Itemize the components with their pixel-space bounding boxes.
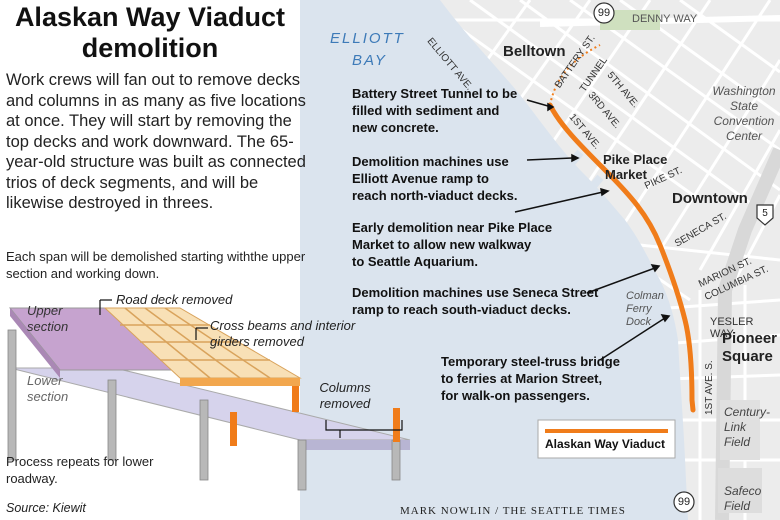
annotation-battery-tunnel: Battery Street Tunnel to be filled with … [352,85,517,136]
upper-deck-side [10,308,60,378]
page-title: Alaskan Way Viaduct demolition [0,2,300,64]
downtown-label: Downtown [672,190,748,207]
safeco-line-2: Field [724,499,751,513]
pioneer-square-label: Pioneer Square [722,330,777,366]
annotation-pike-line-2: Market to allow new walkway [352,237,532,252]
stadium-area-2 [718,468,762,513]
process-repeats-note: Process repeats for lower roadway. [6,454,154,486]
colman-dock-label: Colman Ferry Dock [626,290,664,329]
pioneer-line-1: Pioneer [722,330,778,347]
convention-line-2: State [729,99,759,113]
legend-box [537,419,676,459]
road-deck-removed-label: Road deck removed [116,292,233,307]
span-note: Each span will be demolished starting wi… [6,249,306,281]
safeco-line-1: Safeco [724,484,762,498]
annotation-battery-line-1: Battery Street Tunnel to be [352,86,518,101]
photo-credit: MARK NOWLIN / THE SEATTLE TIMES [400,505,626,517]
columns-removed-label: Columns removed [319,380,371,411]
convention-line-1: Washington [712,84,776,98]
text-panel-bg [0,0,300,520]
battery-tunnel-route [549,44,601,106]
annotation-seneca-line-1: Demolition machines use Seneca Street [352,285,599,300]
gray-columns [7,329,401,491]
annotation-elliott-line-3: reach north-viaduct decks. [352,188,518,203]
viaduct-route [547,102,696,413]
lower-deck-edge [300,440,410,450]
girder-lines [120,307,271,379]
annotation-seneca-line-2: ramp to reach south-viaduct decks. [352,302,571,317]
source-credit: Source: Kiewit [6,501,86,515]
structure-diagram [7,299,411,491]
intro-paragraph: Work crews will fan out to remove decks … [6,71,306,212]
denny-way-label: DENNY WAY [632,13,698,25]
annotation-pike-line-1: Early demolition near Pike Place [352,220,553,235]
park-area [600,10,660,30]
sr99-bottom-shield [673,491,695,513]
pike-place-line-2: Market [605,167,647,182]
annotation-pike-place: Early demolition near Pike Place Market … [352,219,552,270]
water-label-1: ELLIOTT [330,30,405,47]
convention-line-3: Convention [713,114,775,128]
pike-place-line-1: Pike Place [603,152,668,167]
centurylink-field-label: Century- Link Field [724,405,770,450]
stadium-area [720,400,760,460]
legend-label: Alaskan Way Viaduct [545,437,666,451]
title-line-2: demolition [81,33,219,63]
colman-line-3: Dock [626,316,652,328]
sr99-bottom-label: 99 [677,496,691,508]
annotation-elliott-line-2: Elliott Avenue ramp to [352,171,489,186]
centurylink-line-1: Century- [724,405,771,419]
annotation-leaders [514,99,671,361]
annotation-marion-line-1: Temporary steel-truss bridge [441,354,620,369]
annotation-elliott-ramp: Demolition machines use Elliott Avenue r… [352,153,517,204]
annotation-battery-line-3: new concrete. [352,120,439,135]
removed-columns [230,378,400,446]
colman-line-1: Colman [626,290,664,302]
annotation-marion-bridge: Temporary steel-truss bridge to ferries … [441,353,620,404]
annotation-marion-line-2: to ferries at Marion Street, [441,371,603,386]
pioneer-line-2: Square [722,348,773,365]
i5-shield [756,204,774,226]
first-ave-s-label: 1ST AVE. S. [704,360,715,415]
sr99-top-label: 99 [597,7,611,19]
convention-center-label: Washington State Convention Center [708,84,780,144]
elliott-bay-water [300,0,688,520]
pike-place-market-label: Pike Place Market [603,152,667,182]
belltown-label: Belltown [503,43,566,60]
annotation-marion-line-3: for walk-on passengers. [441,388,590,403]
colman-line-2: Ferry [626,303,652,315]
lower-section-label: Lower section [27,373,69,404]
title-line-1: Alaskan Way Viaduct [14,2,286,32]
i5-label: 5 [762,208,768,219]
convention-line-4: Center [725,129,763,143]
annotation-pike-line-3: to Seattle Aquarium. [352,254,478,269]
yesler-way-label: YESLER WAY [710,316,754,340]
water-label-2: BAY [352,52,387,69]
sr99-top-shield [593,2,615,24]
upper-section-label: Upper section [27,303,69,334]
cross-beams-label: Cross beams and interior girders removed [210,318,356,349]
safeco-field-label: Safeco Field [724,484,761,514]
centurylink-line-2: Link [724,420,747,434]
diagram-leaders [99,299,403,438]
cross-beam-edge [180,378,300,386]
centurylink-line-3: Field [724,435,751,449]
annotation-seneca-ramp: Demolition machines use Seneca Street ra… [352,284,598,318]
annotation-battery-line-2: filled with sediment and [352,103,500,118]
annotation-elliott-line-1: Demolition machines use [352,154,509,169]
